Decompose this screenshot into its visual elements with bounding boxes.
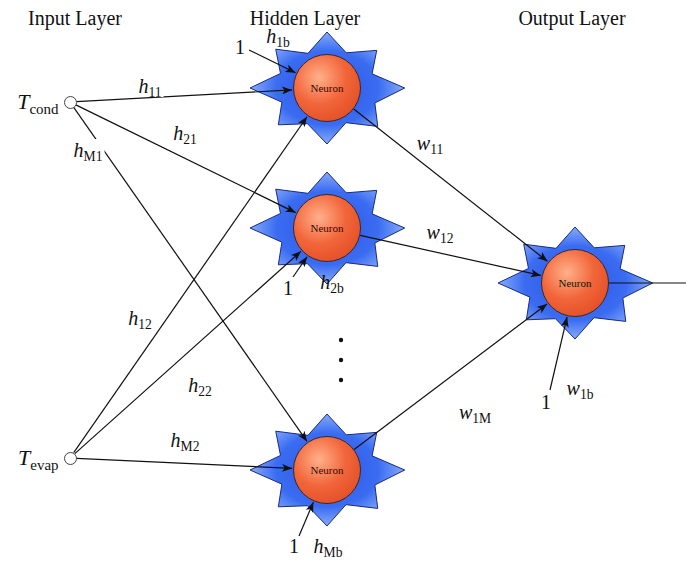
neuron-label: Neuron — [311, 464, 344, 476]
weight-label: w11 — [415, 132, 445, 154]
input-node: Tevap — [64, 452, 77, 465]
input-label: Tevap — [18, 446, 58, 470]
symbol-letter: w — [427, 221, 440, 243]
weight-connector — [76, 90, 292, 102]
symbol-letter: w — [417, 132, 430, 154]
bias-label: h1b — [266, 25, 290, 47]
input-node: Tcond — [64, 96, 77, 109]
bias-label: 1 — [541, 391, 551, 413]
symbol-subscript: 22 — [198, 384, 212, 399]
neuron-star — [250, 414, 405, 526]
symbol-letter: h — [128, 307, 138, 329]
layer-title: Output Layer — [518, 7, 625, 29]
bias-label: 1 — [235, 36, 245, 58]
weight-connector — [74, 117, 307, 453]
symbol-letter: h — [320, 271, 330, 293]
input-label: Tcond — [17, 90, 58, 114]
symbol-letter: h — [74, 139, 84, 161]
weight-label: h22 — [186, 374, 214, 396]
bias-label: w1b — [567, 377, 594, 399]
symbol-subscript: 1b — [580, 387, 594, 402]
symbol-subscript: 11 — [148, 85, 161, 100]
symbol-letter: h — [171, 429, 181, 451]
symbol-subscript: evap — [30, 457, 58, 473]
weight-label: w1M — [457, 401, 493, 423]
bias-label: 1 — [283, 277, 293, 299]
symbol-letter: h — [188, 374, 198, 396]
ellipsis-dot — [339, 338, 343, 342]
symbol-subscript: Mb — [324, 545, 343, 560]
symbol-letter: T — [17, 89, 29, 114]
symbol-letter: h — [266, 25, 276, 47]
neuron-circle: Neuron — [541, 249, 609, 317]
weight-connector — [74, 107, 307, 441]
bias-label: h2b — [320, 271, 344, 293]
weight-connector — [76, 105, 296, 213]
weight-label: hM2 — [169, 429, 202, 451]
symbol-letter: h — [138, 75, 148, 97]
neuron-circle: Neuron — [293, 54, 361, 122]
weight-label: h21 — [171, 122, 199, 144]
neuron-circle: Neuron — [293, 436, 361, 504]
bias-arrow — [249, 50, 296, 73]
symbol-letter: w — [567, 377, 580, 399]
weight-connector — [354, 304, 547, 449]
ellipsis-dot — [339, 358, 343, 362]
bias-arrow — [550, 317, 567, 390]
symbol-subscript: M2 — [181, 439, 200, 454]
neuron-circle: Neuron — [293, 194, 361, 262]
symbol-subscript: cond — [29, 101, 58, 117]
symbol-subscript: 1b — [276, 35, 290, 50]
bias-label: hMb — [314, 535, 343, 557]
bias-arrow — [299, 502, 313, 536]
output-line — [609, 282, 686, 283]
weight-label: hM1 — [72, 139, 105, 161]
symbol-subscript: 1M — [472, 411, 491, 426]
bias-label: 1 — [289, 535, 299, 557]
neuron-star — [250, 32, 405, 144]
symbol-letter: T — [18, 445, 30, 470]
weight-label: h12 — [126, 307, 154, 329]
ellipsis-dot — [339, 378, 343, 382]
symbol-letter: h — [173, 122, 183, 144]
symbol-letter: h — [314, 535, 324, 557]
weight-connector — [75, 251, 301, 453]
weight-connector — [354, 109, 548, 261]
weight-label: w12 — [425, 221, 456, 243]
neuron-label: Neuron — [559, 277, 592, 289]
neuron-label: Neuron — [311, 82, 344, 94]
symbol-subscript: 21 — [183, 132, 197, 147]
symbol-subscript: M1 — [84, 149, 103, 164]
symbol-subscript: 2b — [330, 281, 344, 296]
symbol-subscript: 12 — [138, 317, 152, 332]
symbol-letter: w — [459, 401, 472, 423]
symbol-subscript: 12 — [440, 231, 454, 246]
bias-arrow — [293, 257, 307, 277]
weight-connector — [76, 458, 292, 468]
neuron-star — [250, 172, 405, 284]
symbol-subscript: 11 — [430, 142, 443, 157]
weight-label: h11 — [136, 75, 163, 97]
layer-title: Input Layer — [28, 7, 122, 29]
neuron-label: Neuron — [311, 222, 344, 234]
